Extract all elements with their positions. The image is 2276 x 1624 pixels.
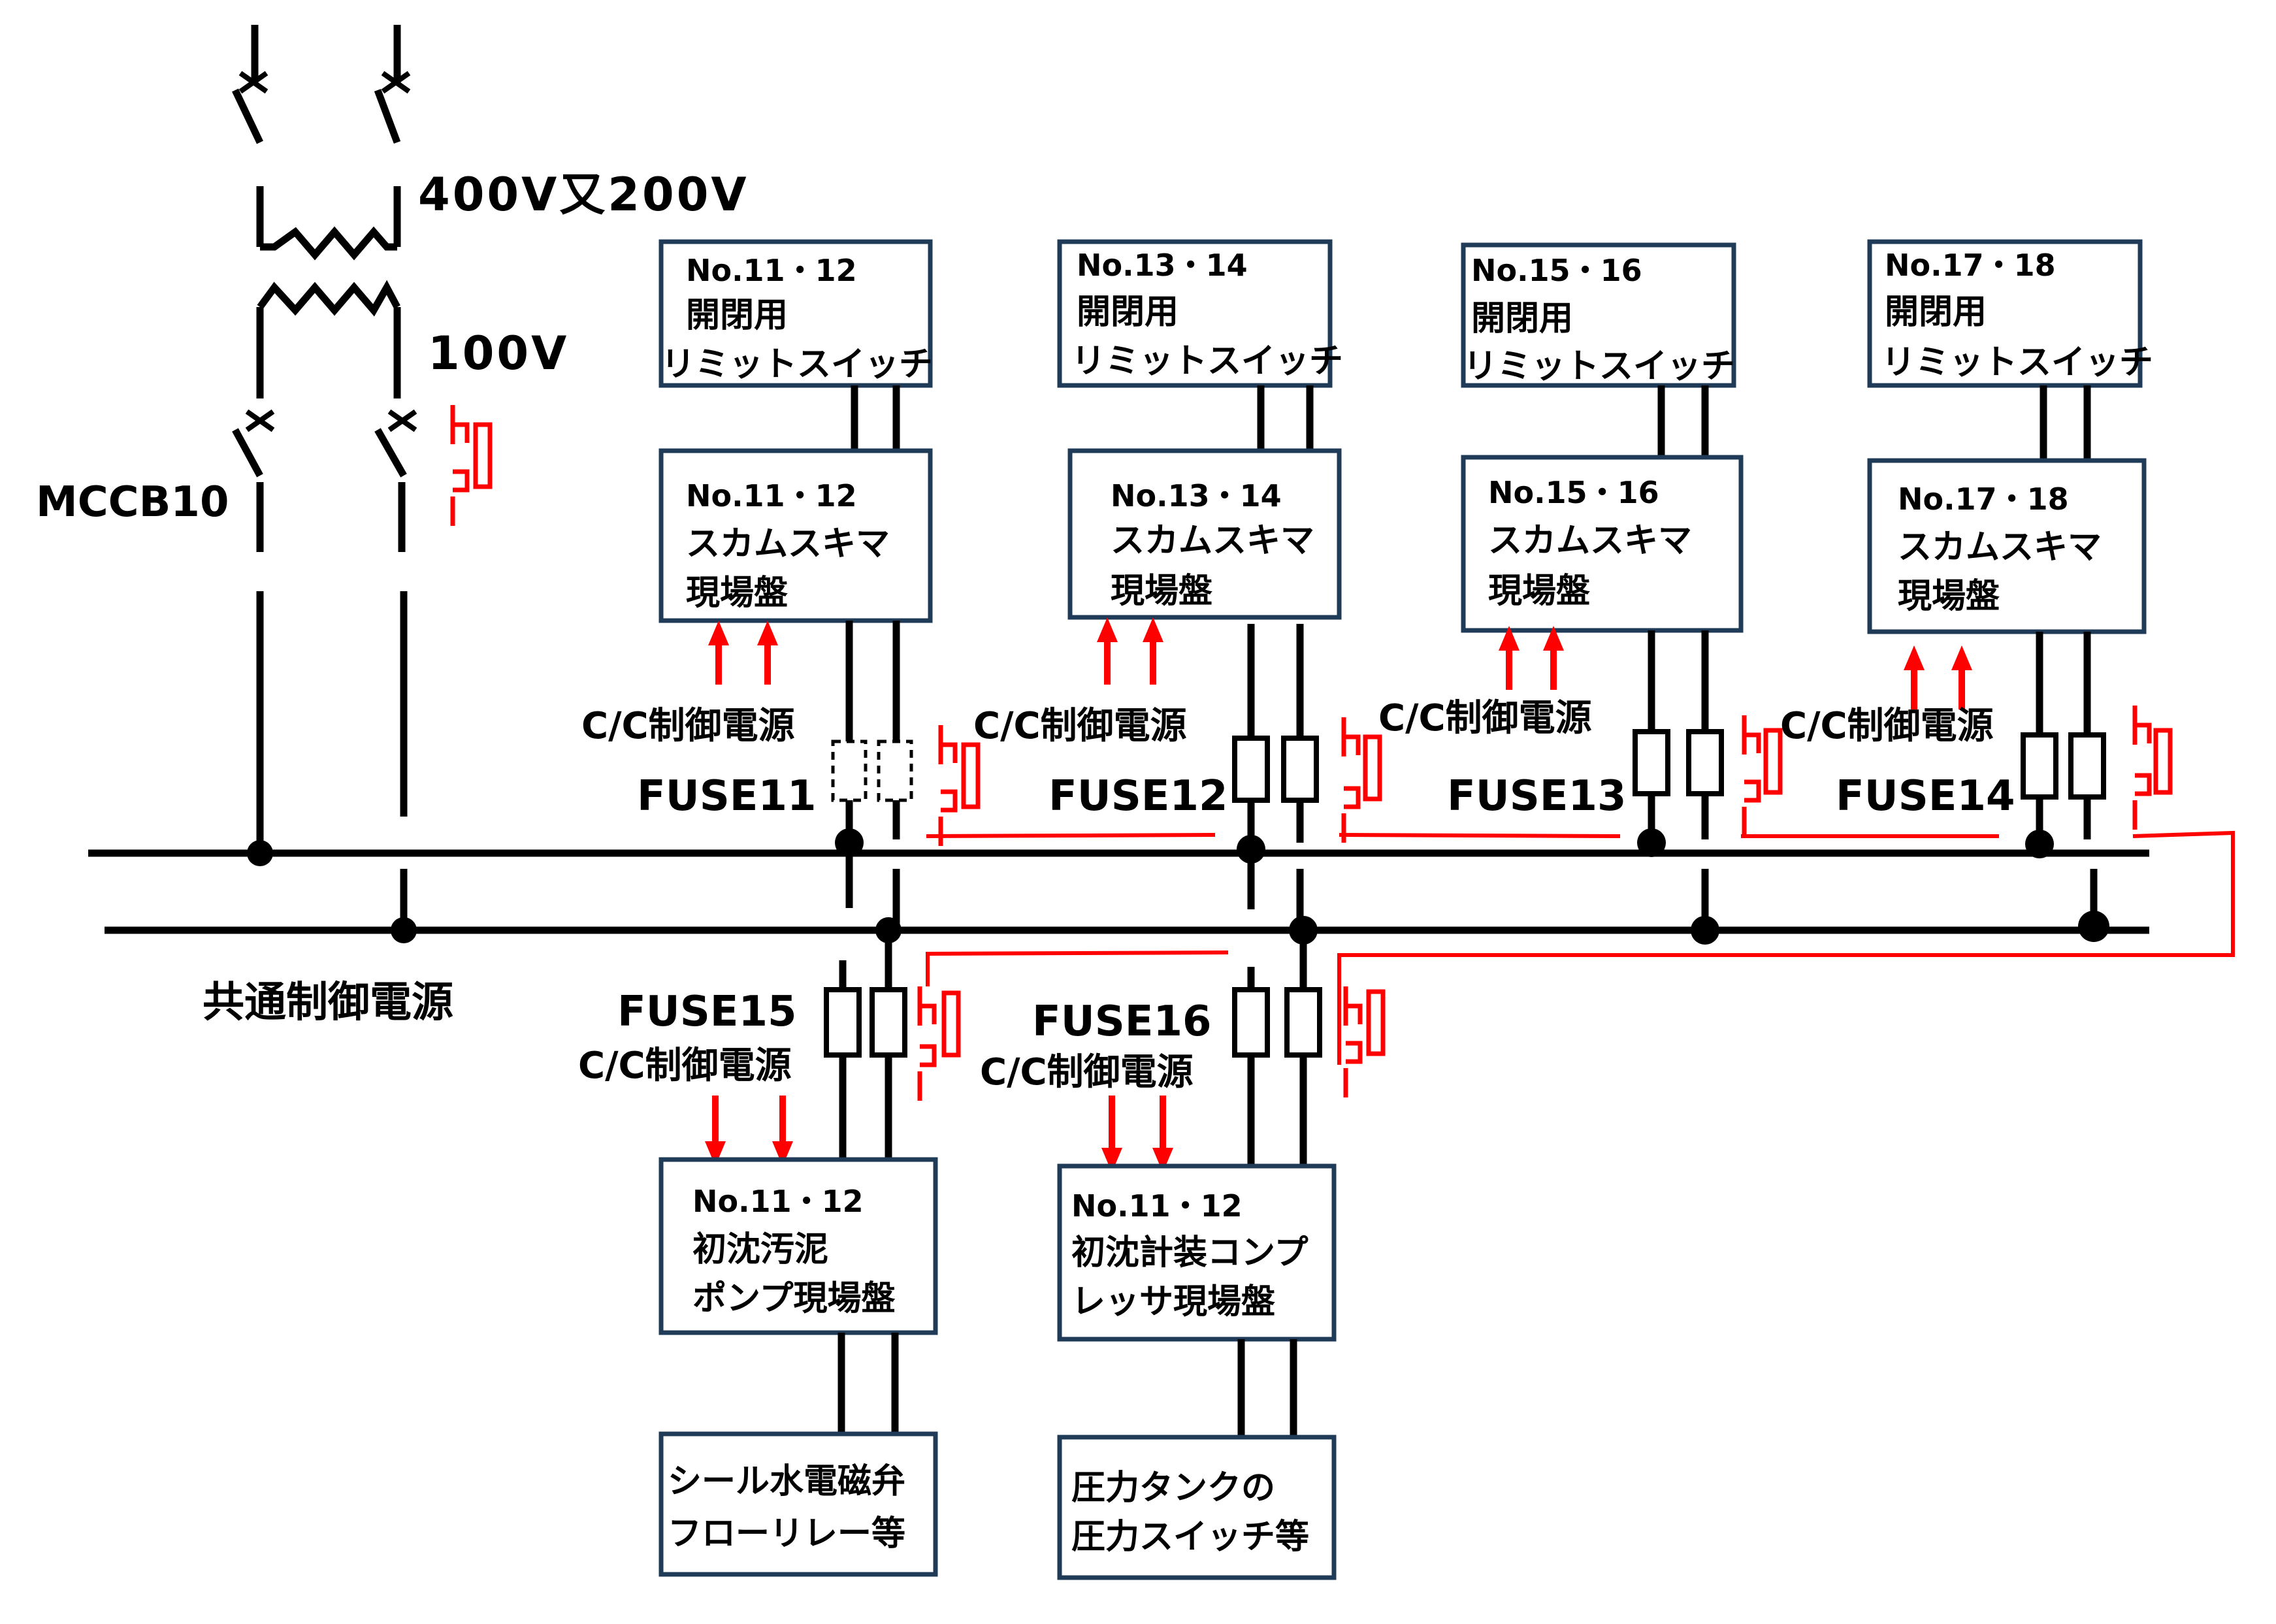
fuse-13-a [1633,729,1670,796]
fuse-16-a [1232,987,1270,1058]
label-limit_switch_panels-2-line2: リミットスイッチ [1463,347,1735,386]
branch-group-6: FUSE16 C/C制御電源 No.11・12 初沈計装コンプ レッサ現場盤 圧… [980,941,1386,1580]
label-end_devices-1-line2: 圧力スイッチ等 [1071,1518,1309,1557]
label-skimmer_panels-3-line2: 現場盤 [1898,577,2000,616]
label-fuses-4: FUSE15 [617,988,797,1036]
label-skimmer_panels-1-line2: 現場盤 [1111,572,1212,611]
label-skimmer_panels-3-no: No.17・18 [1898,481,2069,517]
skimmer-panel-4 [1867,458,2147,634]
end-device-1 [658,1431,938,1577]
label-cc_label: C/C制御電源 [578,1045,792,1087]
label-skimmer_panels-0-line2: 現場盤 [686,574,788,613]
branch-group-2: No.13・14 開閉用 リミットスイッチ No.13・14 スカムスキマ 現場… [973,239,1621,945]
label-limit_switch_panels-0-line2: リミットスイッチ [661,345,933,384]
fuse-16-b [1284,987,1322,1058]
label-fuses-5: FUSE16 [1032,998,1212,1046]
label-skimmer_panels-2-line1: スカムスキマ [1488,521,1692,560]
label-skimmer_panels-2-no: No.15・16 [1488,475,1659,510]
label-limit_switch_panels-2-no: No.15・16 [1471,253,1642,288]
skimmer-panel-1 [658,448,933,623]
mccb-label: MCCB10 [36,478,229,527]
label-lower_panels-1-no: No.11・12 [1071,1188,1243,1224]
label-end_devices-0-line2: フローリレー等 [668,1514,905,1553]
aux-contact-symbol [450,405,493,526]
label-skimmer_panels-2-line2: 現場盤 [1488,572,1590,611]
label-fuses-2: FUSE13 [1447,772,1627,820]
label-fuses-1: FUSE12 [1049,772,1228,820]
lower-panel-2 [1057,1163,1337,1342]
primary-voltage-label: 400V又200V [418,168,749,221]
label-limit_switch_panels-0-no: No.11・12 [686,253,857,288]
limit-switch-panel-2 [1057,239,1333,388]
fuse-11-b [877,739,913,802]
fuse-13-b [1686,729,1724,796]
fuse-14-a [2021,732,2058,800]
label-limit_switch_panels-3-no: No.17・18 [1885,248,2056,283]
secondary-voltage-label: 100V [428,327,569,380]
limit-switch-panel-1 [658,239,933,388]
label-fuses-0: FUSE11 [637,772,817,820]
label-end_devices-1-line1: 圧力タンクの [1071,1469,1275,1508]
label-limit_switch_panels-1-no: No.13・14 [1077,248,1248,283]
branch-group-4: No.17・18 開閉用 リミットスイッチ No.17・18 スカムスキマ 現場… [1780,239,2173,942]
fuse-14-b [2068,732,2106,800]
label-skimmer_panels-0-line1: スカムスキマ [686,525,890,564]
label-lower_panels-0-no: No.11・12 [692,1184,864,1219]
fuse-11-a [831,739,868,802]
common-source-label: 共通制御電源 [203,979,453,1027]
label-end_devices-0-line1: シール水電磁弁 [668,1462,905,1501]
skimmer-panel-2 [1067,448,1342,620]
label-lower_panels-0-line1: 初沈汚泥 [692,1230,828,1269]
label-skimmer_panels-3-line1: スカムスキマ [1898,528,2102,567]
label-cc_label: C/C制御電源 [980,1051,1194,1094]
branch-group-3: No.15・16 開閉用 リミットスイッチ No.15・16 スカムスキマ 現場… [1378,242,1999,945]
label-cc_label: C/C制御電源 [973,705,1187,747]
label-limit_switch_panels-0-line1: 開閉用 [686,296,788,335]
mccb-transformer [232,25,493,930]
label-limit_switch_panels-3-line1: 開閉用 [1885,293,1987,332]
fuse-12-b [1281,736,1319,803]
annotation-loop-right [1337,830,2235,1065]
branch-group-5: FUSE15 C/C制御電源 No.11・12 初沈汚泥 ポンプ現場盤 シール水… [578,941,1229,1577]
branch-group-1: No.11・12 開閉用 リミットスイッチ No.11・12 スカムスキマ 現場… [581,239,1216,943]
label-cc_label: C/C制御電源 [1378,697,1592,739]
fuse-15-a [824,987,862,1058]
end-device-2 [1057,1435,1337,1580]
label-fuses-3: FUSE14 [1836,772,2015,820]
lower-panel-1 [658,1157,938,1335]
limit-switch-panel-3 [1461,242,1736,388]
label-skimmer_panels-1-line1: スカムスキマ [1111,521,1314,560]
label-lower_panels-0-line2: ポンプ現場盤 [692,1279,895,1318]
fuse-15-b [870,987,907,1058]
bus-bars [88,840,2149,943]
label-skimmer_panels-1-no: No.13・14 [1111,478,1282,513]
limit-switch-panel-4 [1867,239,2143,388]
skimmer-panel-3 [1461,455,1744,633]
label-cc_label: C/C制御電源 [581,705,795,747]
label-limit_switch_panels-1-line2: リミットスイッチ [1071,342,1343,381]
label-lower_panels-1-line2: レッサ現場盤 [1071,1282,1275,1322]
label-limit_switch_panels-1-line1: 開閉用 [1077,293,1179,332]
label-lower_panels-1-line1: 初沈計装コンプ [1071,1233,1308,1273]
fuse-12-a [1232,736,1270,803]
label-limit_switch_panels-3-line2: リミットスイッチ [1881,343,2153,382]
label-skimmer_panels-0-no: No.11・12 [686,478,857,513]
label-limit_switch_panels-2-line1: 開閉用 [1471,299,1573,338]
label-cc_label: C/C制御電源 [1780,705,1994,747]
